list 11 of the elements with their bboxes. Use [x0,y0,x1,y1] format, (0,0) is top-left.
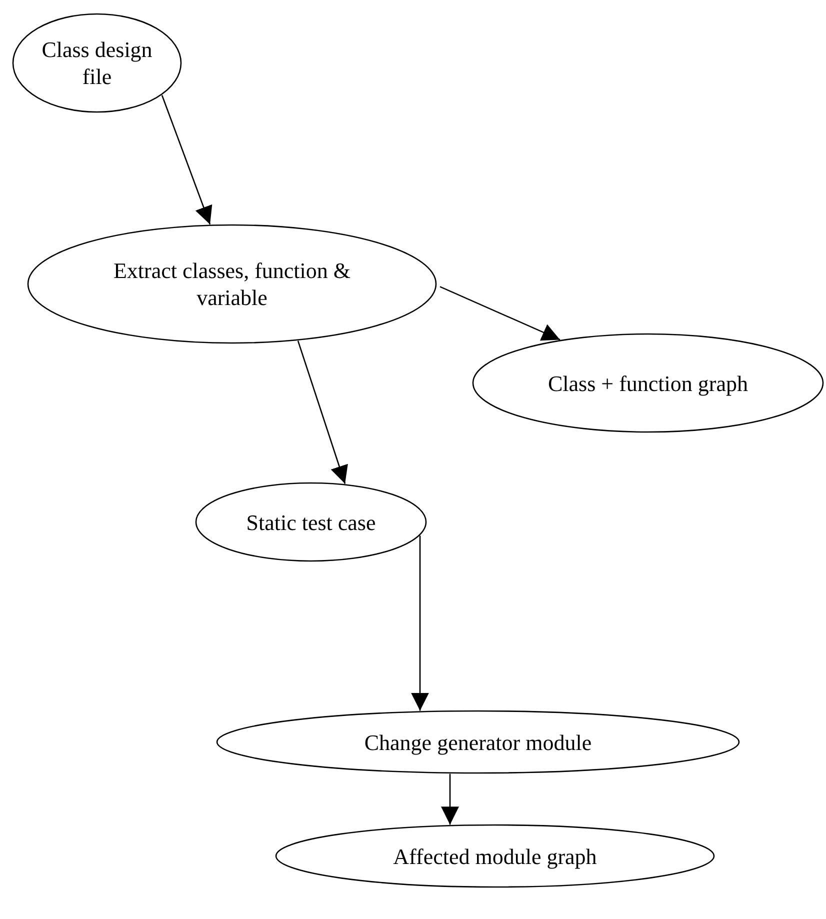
arrow [440,286,560,341]
node-label: Affected module graph [393,842,597,870]
node-label: Static test case [246,508,376,536]
arrow [297,340,348,484]
arrow [441,774,459,825]
node-label: Extract classes, function & variable [112,257,352,311]
node-label: Class design file [40,36,154,90]
node-label: Class + function graph [548,370,748,396]
arrow [411,536,429,711]
node-label: Change generator module [364,728,592,756]
arrow [161,95,212,225]
